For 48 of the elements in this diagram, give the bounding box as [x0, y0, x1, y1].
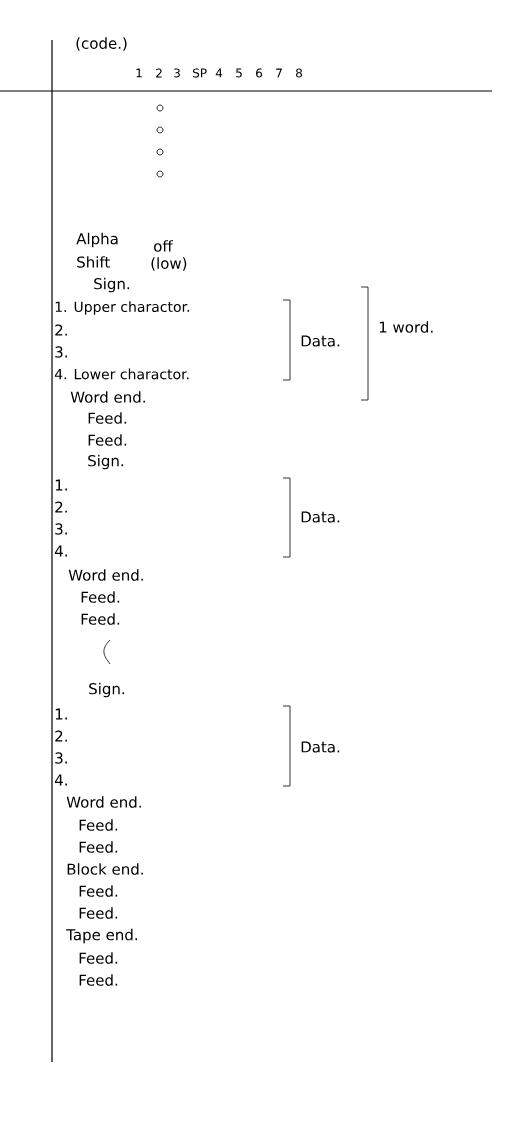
tape-label: 1. [55, 708, 67, 720]
bracket-label: Data. [301, 741, 340, 753]
channel-number: 7 [276, 68, 282, 78]
tape-label: off [154, 240, 173, 252]
tape-label: Feed. [79, 907, 118, 919]
tape-label: Block end. [67, 863, 143, 875]
tape-label: 3. [55, 752, 67, 764]
tape-label: Word end. [68, 569, 143, 581]
tape-label: 4. [54, 545, 67, 557]
tape-label: Sign. [89, 682, 125, 698]
tape-label: Word end. [66, 796, 141, 808]
bracket-label: Data. [301, 335, 340, 347]
bracket-label: Data. [301, 511, 340, 523]
tape-label: 4. [54, 774, 67, 786]
channel-number: 3 [174, 68, 180, 78]
tape-label: Feed. [79, 841, 118, 853]
tape-label: Shift [77, 256, 110, 268]
channel-number: 2 [156, 68, 162, 78]
tape-label: Feed. [79, 819, 118, 831]
tape-label: Feed. [81, 591, 120, 603]
tape-label: 1. Upper charactor. [55, 301, 189, 315]
channel-number: 1 [136, 68, 142, 78]
tape-label: Feed. [79, 885, 118, 897]
tape-label: 2. [55, 501, 67, 513]
tape-label: Feed. [81, 613, 120, 625]
tape-label: 2. [55, 730, 67, 742]
tape-label: 3. [55, 523, 67, 535]
tape-label: Word end. [70, 391, 145, 403]
title: (code.) [76, 37, 127, 51]
channel-number: 8 [296, 68, 302, 78]
tape-label: Feed. [79, 974, 118, 986]
tape-label: Feed. [79, 952, 118, 964]
channel-number: 4 [215, 68, 223, 78]
tape-label: 1. [55, 479, 67, 491]
tape-label: Alpha [76, 232, 118, 248]
channel-number: 5 [236, 68, 242, 78]
bracket-label: 1 word. [379, 321, 433, 333]
tape-label: Sign. [94, 277, 130, 293]
tape-label: 2. [55, 324, 67, 336]
tape-label: Feed. [88, 434, 127, 446]
tape-label: 4. Lower charactor. [54, 368, 189, 380]
tape-label: 3. [55, 346, 67, 358]
tape-label: Tape end. [66, 928, 137, 944]
channel-number: 6 [256, 68, 263, 78]
channel-number: SP [193, 68, 207, 78]
tape-label: Sign. [88, 454, 124, 470]
tape-label: (low) [151, 257, 187, 271]
tape-label: Feed. [88, 412, 127, 424]
